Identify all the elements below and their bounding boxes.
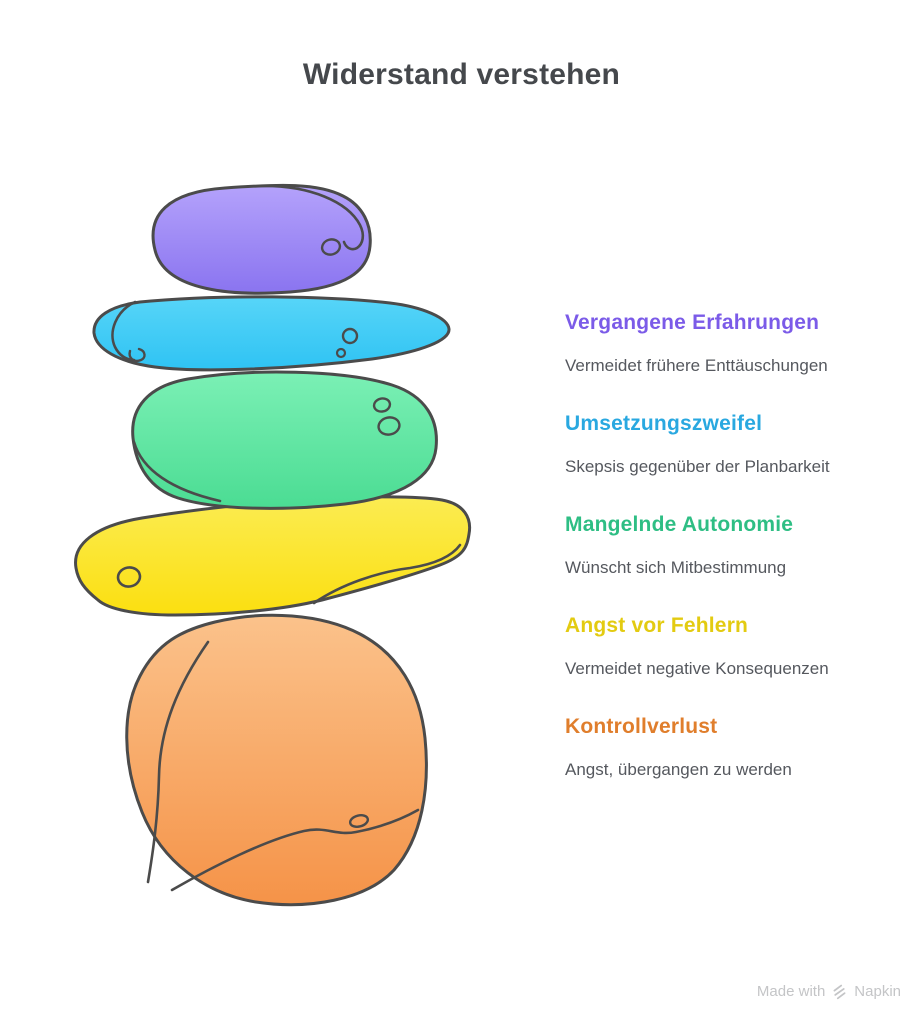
legend-item-description: Angst, übergangen zu werden (565, 760, 792, 779)
stones-group (74, 183, 472, 907)
legend-item-description: Vermeidet negative Konsequenzen (565, 659, 829, 678)
legend-item-title: Umsetzungszweifel (565, 412, 763, 435)
legend-item-description: Skepsis gegenüber der Planbarkeit (565, 457, 830, 476)
legend-item-title: Angst vor Fehlern (565, 614, 749, 637)
legend-item-title: Kontrollverlust (565, 715, 718, 738)
legend-item-angst-vor-fehlern: Angst vor Fehlern Vermeidet negative Kon… (565, 613, 895, 680)
stone-mangelnde-autonomie (131, 370, 438, 510)
legend-item-vergangene-erfahrungen: Vergangene Erfahrungen Vermeidet frühere… (565, 310, 895, 377)
stone-umsetzungszweifel (92, 295, 451, 372)
legend-item-description: Vermeidet frühere Enttäuschungen (565, 356, 828, 375)
legend-item-description: Wünscht sich Mitbestimmung (565, 558, 787, 577)
legend-item-title: Vergangene Erfahrungen (565, 311, 820, 334)
napkin-brand-text: Napkin (854, 983, 901, 1000)
legend-item-umsetzungszweifel: Umsetzungszweifel Skepsis gegenüber der … (565, 411, 895, 478)
legend-item-title: Mangelnde Autonomie (565, 513, 794, 536)
made-with-napkin-credit: Made with Napkin (757, 983, 901, 1000)
stone-vergangene-erfahrungen (151, 183, 372, 295)
legend-item-kontrollverlust: Kontrollverlust Angst, übergangen zu wer… (565, 714, 895, 781)
stone-angst-vor-fehlern (74, 495, 472, 617)
legend-list: Vergangene Erfahrungen Vermeidet frühere… (565, 310, 895, 815)
balanced-stones-illustration (74, 183, 472, 907)
made-with-text: Made with (756, 983, 826, 1000)
stone-kontrollverlust (125, 613, 428, 907)
page-title: Widerstand verstehen (302, 58, 621, 91)
legend-item-mangelnde-autonomie: Mangelnde Autonomie Wünscht sich Mitbest… (565, 512, 895, 579)
napkin-logo-icon (833, 984, 846, 1000)
